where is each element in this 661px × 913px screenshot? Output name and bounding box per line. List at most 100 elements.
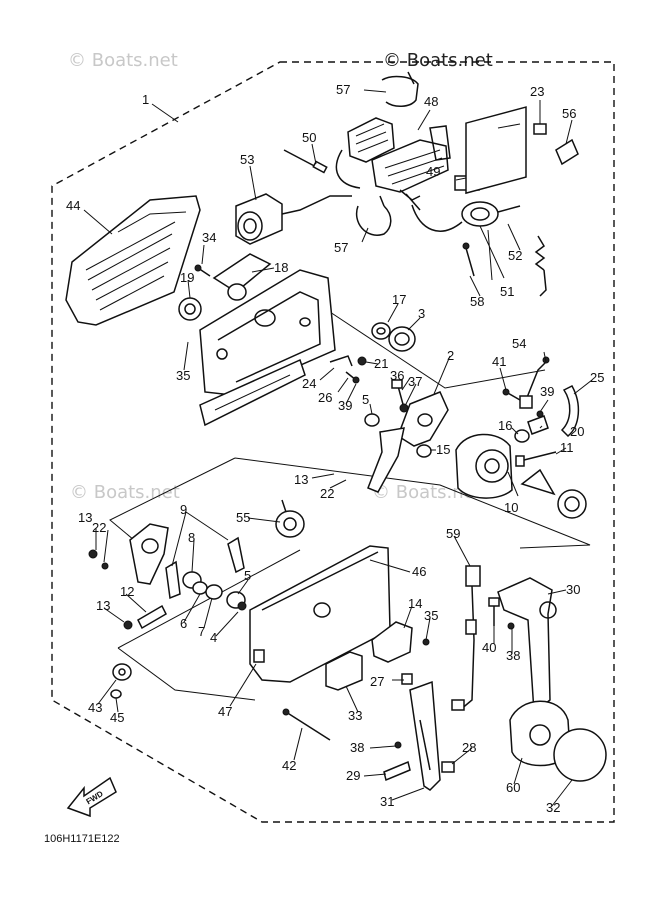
- part-29-pin: [383, 760, 411, 782]
- callout-40: 40: [482, 640, 496, 655]
- group-frame-middle: [109, 457, 591, 549]
- callout-25: 25: [590, 370, 604, 385]
- part-2-lever-plate: [367, 391, 449, 493]
- callout-41: 41: [492, 354, 506, 369]
- part-25-spring-plate: [560, 385, 580, 438]
- part-24-dark-box: [465, 106, 527, 195]
- part-16-bushing: [514, 429, 530, 443]
- part-38-screw-lower: [394, 741, 402, 749]
- part-39-screw-right: [536, 410, 544, 418]
- callout-22-left: 22: [92, 520, 106, 535]
- part-6-washer: [192, 581, 208, 595]
- diagram-code: 106H1171E122: [44, 833, 120, 845]
- callout-27: 27: [370, 674, 384, 689]
- part-26-pin: [345, 371, 360, 384]
- callout-labels: 1 57 48 23 56 50 53 49 44 34 57 52 18 19…: [66, 82, 604, 815]
- part-7-washer: [205, 584, 223, 600]
- callout-29: 29: [346, 768, 360, 783]
- callout-60: 60: [506, 780, 520, 795]
- callout-33: 33: [348, 708, 362, 723]
- callout-3: 3: [418, 306, 425, 321]
- part-9-lever: [165, 536, 245, 600]
- callout-18: 18: [274, 260, 288, 275]
- upper-housing-bracket: [199, 269, 336, 427]
- group-frame-lower: [117, 549, 301, 701]
- part-20-cap: [527, 415, 549, 435]
- part-gear-housing: [455, 433, 513, 499]
- callout-24: 24: [302, 376, 316, 391]
- part-24-lever: [329, 355, 353, 367]
- part-50-pin: [283, 149, 328, 174]
- fwd-arrow-icon: FWD: [66, 776, 117, 818]
- part-57-clip-top: [381, 71, 419, 107]
- part-12-shaft: [137, 604, 167, 630]
- callout-47: 47: [218, 704, 232, 719]
- watermark-top-left: © Boats.net: [68, 50, 178, 71]
- callout-26: 26: [318, 390, 332, 405]
- callout-6: 6: [180, 616, 187, 631]
- callout-13-mid: 13: [294, 472, 308, 487]
- callout-4: 4: [210, 630, 217, 645]
- part-51-switch: [411, 201, 521, 232]
- part-42-bolt: [282, 708, 331, 741]
- callout-42: 42: [282, 758, 296, 773]
- callout-10: 10: [504, 500, 518, 515]
- callout-28: 28: [462, 740, 476, 755]
- callout-59: 59: [446, 526, 460, 541]
- callout-50: 50: [302, 130, 316, 145]
- part-57-clip-bottom: [355, 195, 392, 236]
- part-58-screw: [462, 242, 475, 277]
- callout-22-mid: 22: [320, 486, 334, 501]
- callout-34: 34: [202, 230, 216, 245]
- part-13-nut-left: [88, 549, 109, 570]
- part-41-bolt: [502, 388, 521, 401]
- part-38-screw-right: [507, 622, 515, 630]
- part-43-washer: [112, 663, 132, 681]
- callout-46: 46: [412, 564, 426, 579]
- part-34-screw: [194, 264, 211, 277]
- callout-15: 15: [436, 442, 450, 457]
- part-gear-wheel: [557, 489, 587, 519]
- watermark-mid-center: © Boats.net: [372, 482, 482, 503]
- callout-39-right: 39: [540, 384, 554, 399]
- callout-57-bottom: 57: [334, 240, 348, 255]
- part-44-cover: [65, 195, 201, 326]
- part-13-nut-shaft: [123, 620, 133, 630]
- part-31-arm: [409, 680, 441, 791]
- callout-1: 1: [142, 92, 149, 107]
- part-22-plate-left: [129, 523, 169, 585]
- callout-7: 7: [198, 624, 205, 639]
- part-14-cover: [371, 621, 413, 663]
- part-28-clip: [441, 761, 455, 773]
- callout-39-upper: 39: [338, 398, 352, 413]
- callout-36: 36: [390, 368, 404, 383]
- part-27-nut: [401, 673, 413, 685]
- part-10-bolt: [515, 451, 557, 467]
- part-55-spring: [275, 499, 305, 538]
- part-30-lever-arm: [497, 577, 557, 714]
- part-32-knob: [553, 728, 607, 782]
- callout-30: 30: [566, 582, 580, 597]
- callout-54: 54: [512, 336, 526, 351]
- callout-38-lower: 38: [350, 740, 364, 755]
- callout-12: 12: [120, 584, 134, 599]
- part-53-lamp: [235, 193, 352, 245]
- callout-21: 21: [374, 356, 388, 371]
- callout-56: 56: [562, 106, 576, 121]
- callout-43: 43: [88, 700, 102, 715]
- callout-5-upper: 5: [362, 392, 369, 407]
- callout-2: 2: [447, 348, 454, 363]
- part-56-clip: [555, 138, 579, 166]
- part-17-washer: [371, 322, 391, 340]
- callout-5-lower: 5: [244, 568, 251, 583]
- callout-9: 9: [180, 502, 187, 517]
- callout-58: 58: [470, 294, 484, 309]
- callout-20: 20: [570, 424, 584, 439]
- callout-14: 14: [408, 596, 422, 611]
- part-45-washer: [110, 689, 122, 699]
- callout-13-left: 13: [78, 510, 92, 525]
- callout-32: 32: [546, 800, 560, 815]
- part-11-cam: [520, 468, 556, 496]
- callout-45: 45: [110, 710, 124, 725]
